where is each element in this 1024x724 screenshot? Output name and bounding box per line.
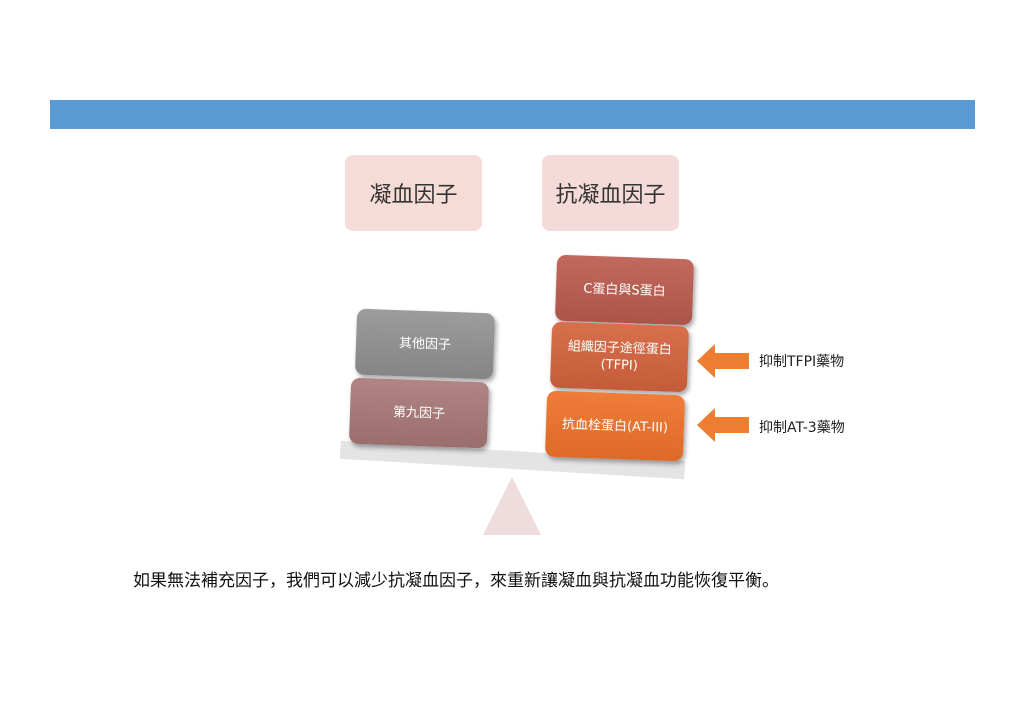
balance-fulcrum <box>483 477 541 535</box>
antithrombin-label: 抗血栓蛋白(AT-III) <box>561 416 669 436</box>
left-arrow-icon <box>697 408 749 442</box>
factor-ix-label: 第九因子 <box>392 404 446 422</box>
tfpi-block: 組織因子途徑蛋白 (TFPI) <box>549 321 690 393</box>
left-arrow-icon <box>697 344 749 378</box>
explanation-caption: 如果無法補充因子，我們可以減少抗凝血因子，來重新讓凝血與抗凝血功能恢復平衡。 <box>133 571 779 591</box>
tfpi-inhibitor-label: 抑制TFPI藥物 <box>759 354 845 370</box>
anticoagulation-factor-header: 抗凝血因子 <box>542 155 679 231</box>
at3-inhibitor-label: 抑制AT-3藥物 <box>759 420 845 436</box>
coagulation-factor-header: 凝血因子 <box>345 155 482 231</box>
tfpi-label-line1: 組織因子途徑蛋白 <box>567 339 673 358</box>
factor-ix-block: 第九因子 <box>348 377 490 449</box>
other-factors-block: 其他因子 <box>354 308 496 380</box>
antithrombin-block: 抗血栓蛋白(AT-III) <box>544 390 686 462</box>
protein-c-s-label: C蛋白與S蛋白 <box>583 281 666 299</box>
top-banner-bar <box>50 100 975 129</box>
other-factors-label: 其他因子 <box>398 335 452 353</box>
protein-c-s-block: C蛋白與S蛋白 <box>554 254 695 326</box>
